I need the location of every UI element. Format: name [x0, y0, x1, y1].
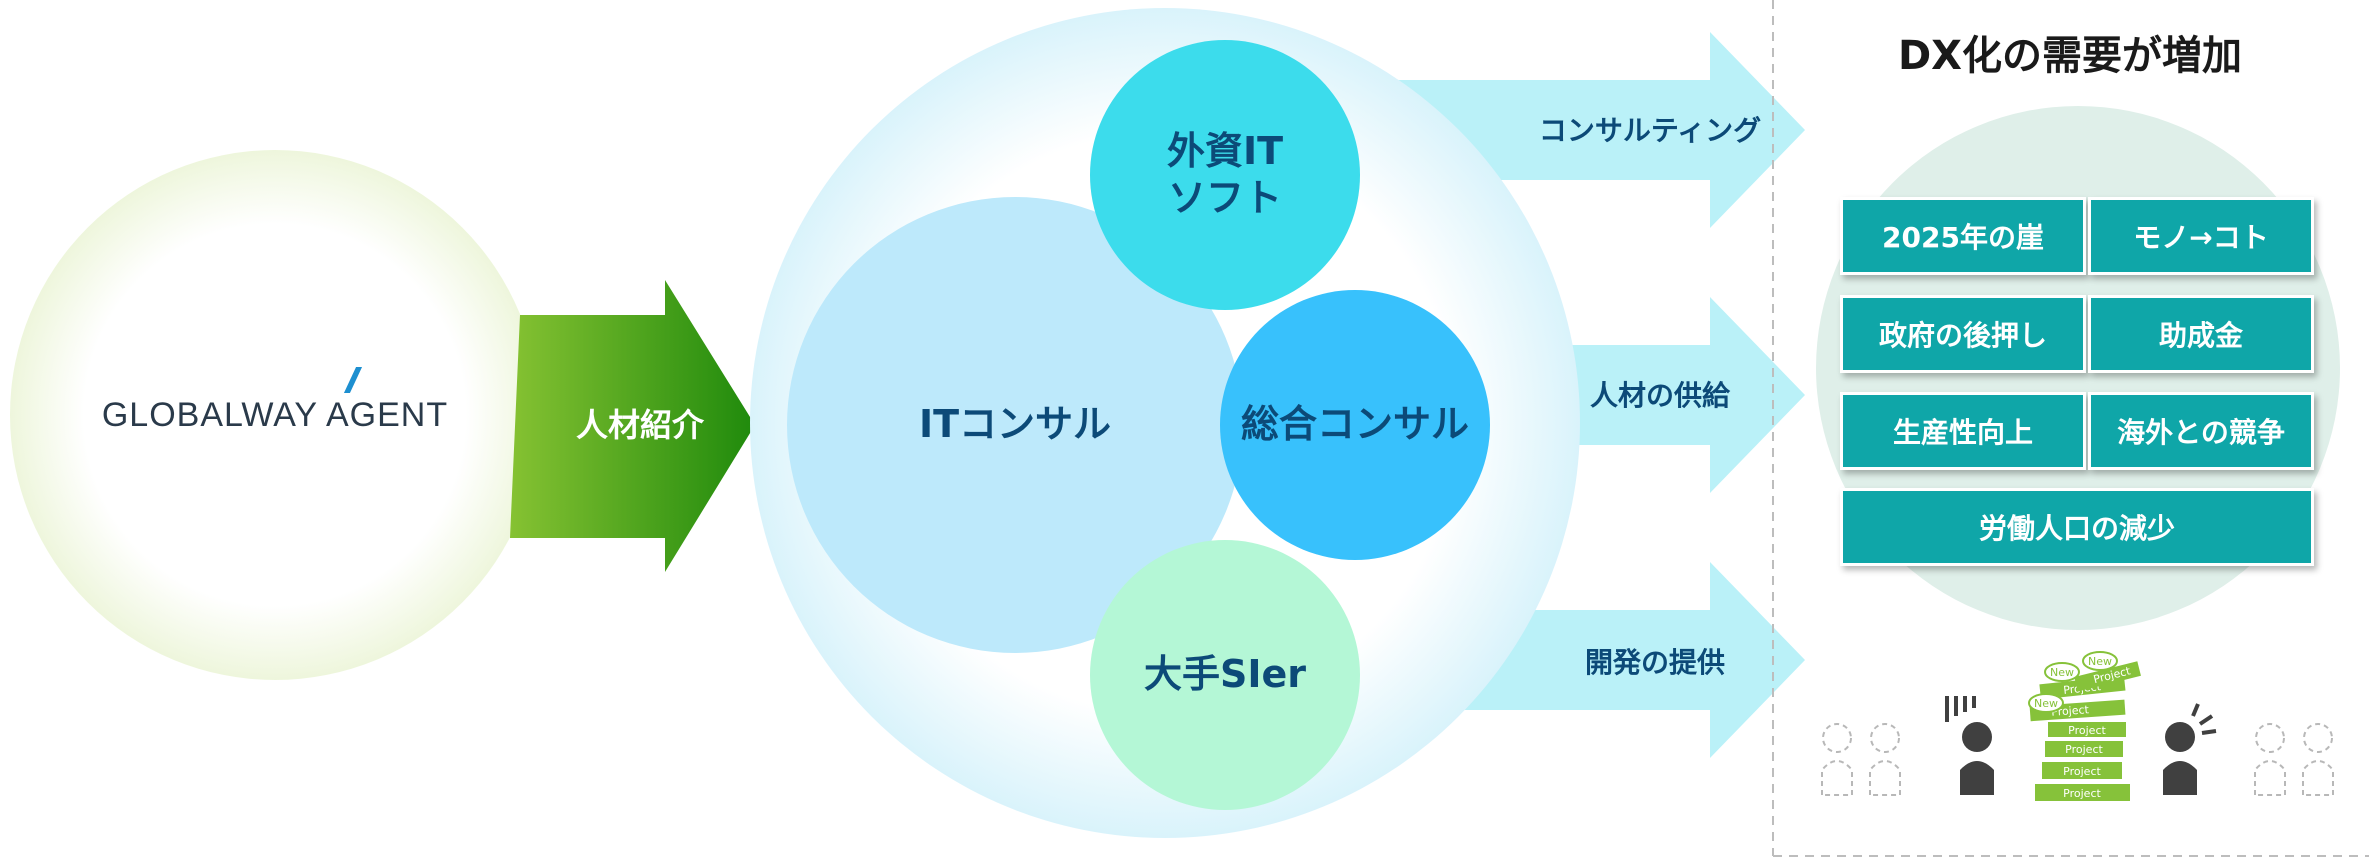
- general-consul-label: 総合コンサル: [1240, 402, 1469, 447]
- project-stack-icon: Project Project Project Project Project …: [2028, 651, 2141, 801]
- it-consul-circle: [787, 197, 1243, 653]
- worried-person-icon: [1945, 696, 1994, 795]
- dx-tile: 助成金: [2088, 295, 2314, 373]
- sier-label: 大手SIer: [1143, 652, 1307, 697]
- svg-text:New: New: [2034, 697, 2058, 710]
- dx-tile: 生産性向上: [1840, 392, 2086, 470]
- logo-circle: [10, 150, 540, 680]
- svg-text:Project: Project: [2065, 743, 2103, 756]
- svg-text:New: New: [2050, 666, 2074, 679]
- dx-tile: 政府の後押し: [1840, 295, 2086, 373]
- dx-panel-title: DX化の需要が増加: [1897, 33, 2243, 79]
- output-label-consulting: コンサルティング: [1538, 113, 1762, 147]
- dx-tile: 労働人口の減少: [1840, 488, 2314, 566]
- dx-tile: 海外との競争: [2088, 392, 2314, 470]
- svg-text:Project: Project: [2063, 765, 2101, 778]
- referral-arrow: [510, 280, 755, 572]
- output-label-development: 開発の提供: [1584, 645, 1725, 679]
- output-label-talent: 人材の供給: [1589, 378, 1730, 412]
- dx-tile: モノ→コト: [2088, 197, 2314, 275]
- general-consul-circle: [1220, 290, 1490, 560]
- referral-arrow-label: 人材紹介: [575, 406, 704, 444]
- dx-tile: 2025年の崖: [1840, 197, 2086, 275]
- sier-circle: [1090, 540, 1360, 810]
- surprised-person-icon: [2163, 703, 2217, 795]
- people-outline-left: [1821, 723, 1901, 796]
- svg-text:Project: Project: [2063, 787, 2101, 800]
- globalway-agent-logo: GLOBALWAY AGENT: [60, 367, 490, 437]
- svg-text:New: New: [2088, 655, 2112, 668]
- foreign-it-label: 外資IT ソフト: [1166, 128, 1284, 221]
- foreign-it-circle: [1090, 40, 1360, 310]
- logo-text: GLOBALWAY AGENT: [101, 395, 449, 434]
- svg-text:Project: Project: [2068, 724, 2106, 737]
- it-consul-label: ITコンサル: [918, 402, 1112, 447]
- people-outline-right: [2254, 723, 2334, 796]
